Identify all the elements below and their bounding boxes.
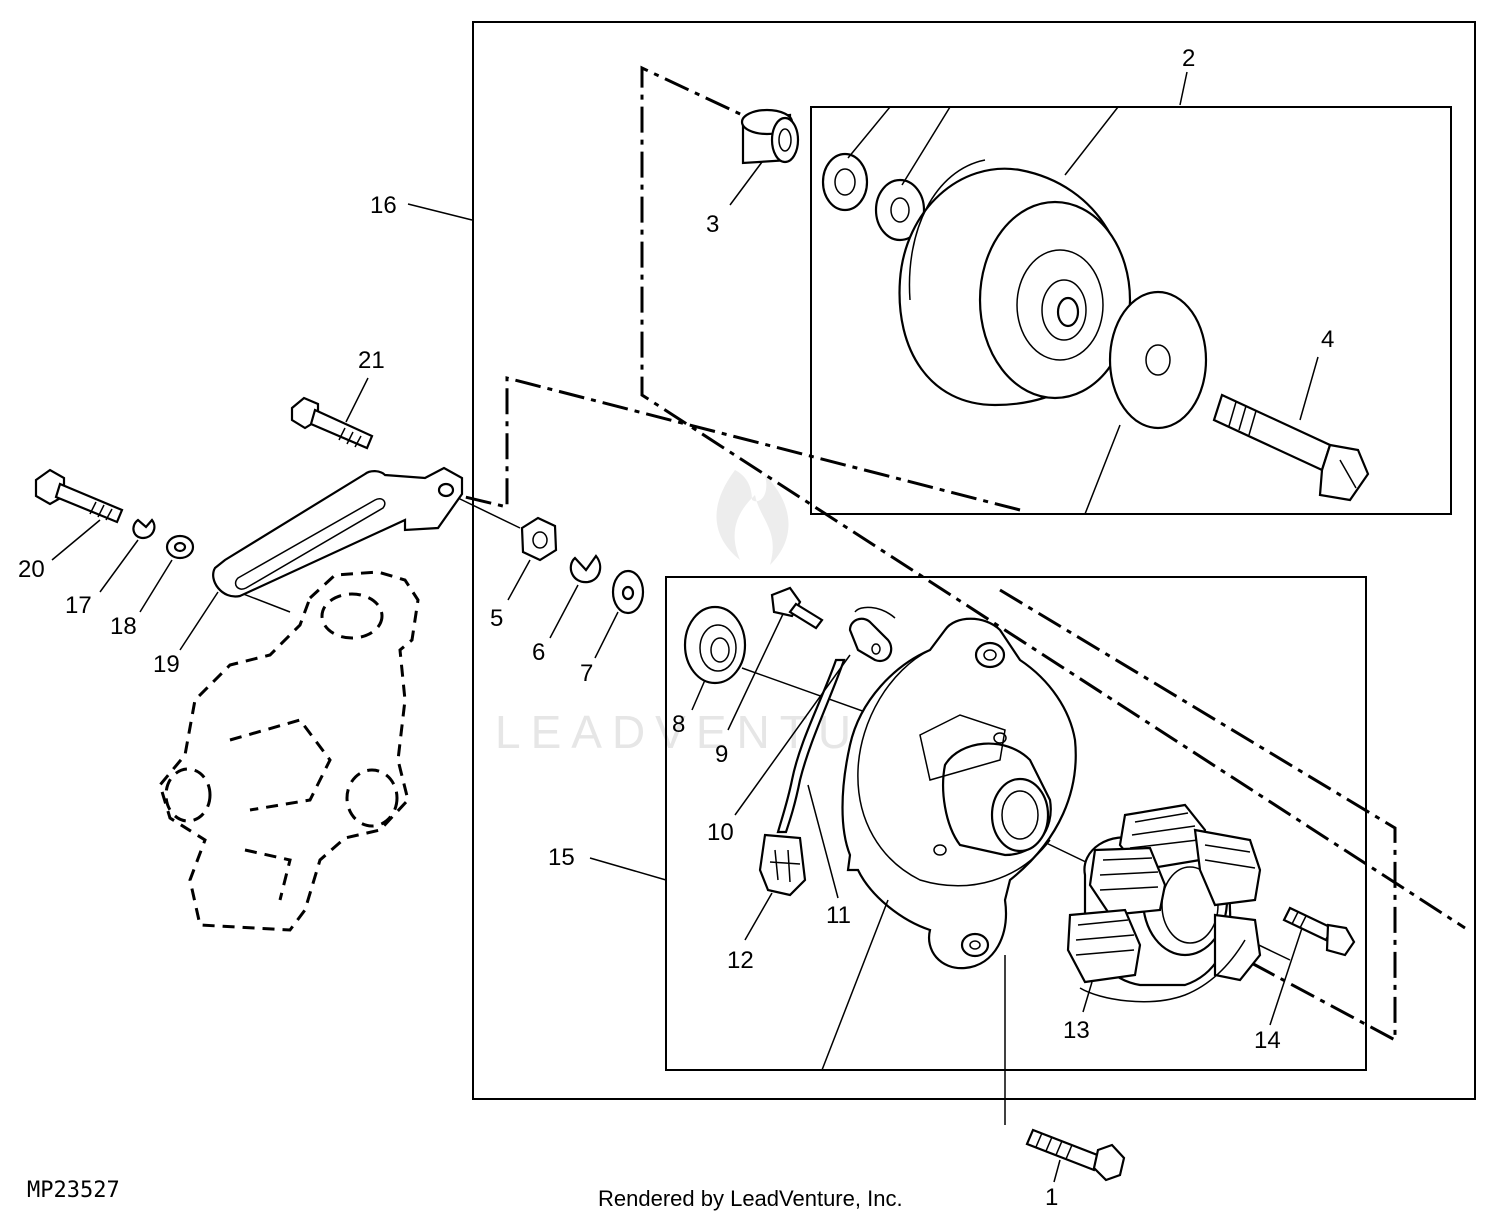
bolt-part-1 bbox=[1025, 1128, 1126, 1182]
callout-14: 14 bbox=[1254, 1027, 1281, 1054]
figure-id: MP23527 bbox=[27, 1178, 120, 1203]
engine-housing-ghost bbox=[158, 570, 420, 932]
callout-3: 3 bbox=[706, 211, 719, 238]
callout-12: 12 bbox=[727, 947, 754, 974]
stator-part-13 bbox=[1066, 803, 1262, 1003]
callout-16: 16 bbox=[370, 192, 397, 219]
assembly-box-outer bbox=[472, 21, 1476, 1100]
lock-washer-part-17 bbox=[132, 518, 156, 540]
callout-6: 6 bbox=[532, 639, 545, 666]
callout-labels: 1 2 3 4 5 6 7 8 9 10 11 12 13 14 15 16 1… bbox=[18, 45, 1334, 1211]
callout-2: 2 bbox=[1182, 45, 1195, 72]
callout-10: 10 bbox=[707, 819, 734, 846]
alternator-housing-part-15 bbox=[841, 617, 1077, 970]
callout-1: 1 bbox=[1045, 1184, 1058, 1211]
callout-9: 9 bbox=[715, 741, 728, 768]
screw-part-9 bbox=[770, 586, 824, 630]
callout-8: 8 bbox=[672, 711, 685, 738]
shoulder-bolt-part-4 bbox=[1212, 393, 1370, 502]
slotted-arm-part-19 bbox=[212, 466, 464, 598]
callout-7: 7 bbox=[580, 660, 593, 687]
pulley-washer bbox=[1108, 290, 1208, 430]
callout-19: 19 bbox=[153, 651, 180, 678]
assembly-centerlines bbox=[464, 65, 1466, 1043]
screw-part-14 bbox=[1282, 906, 1356, 957]
bearing-pulley-left bbox=[821, 152, 869, 212]
spacer-part-3 bbox=[740, 108, 800, 165]
assembly-box-alternator bbox=[665, 576, 1367, 1071]
wire-harness-part-11 bbox=[776, 658, 846, 834]
callout-20: 20 bbox=[18, 556, 45, 583]
clamp-part-10 bbox=[848, 606, 896, 663]
render-credit: Rendered by LeadVenture, Inc. bbox=[598, 1186, 903, 1211]
washer-part-18 bbox=[165, 534, 195, 560]
idler-pulley-part-2 bbox=[898, 159, 1132, 407]
connector-part-12 bbox=[758, 833, 807, 897]
washer-part-7 bbox=[611, 569, 645, 615]
bolt-part-20 bbox=[34, 468, 124, 524]
bearing-pulley-right bbox=[874, 178, 926, 242]
callout-4: 4 bbox=[1321, 326, 1334, 353]
callout-5: 5 bbox=[490, 605, 503, 632]
lock-washer-part-6 bbox=[569, 554, 602, 584]
callout-17: 17 bbox=[65, 592, 92, 619]
leader-lines bbox=[51, 71, 1319, 1183]
callout-21: 21 bbox=[358, 347, 385, 374]
nut-part-5 bbox=[520, 516, 558, 562]
callout-15: 15 bbox=[548, 844, 575, 871]
callout-13: 13 bbox=[1063, 1017, 1090, 1044]
assembly-box-pulley bbox=[810, 106, 1452, 515]
bearing-part-8 bbox=[683, 605, 747, 685]
callout-18: 18 bbox=[110, 613, 137, 640]
bolt-part-21 bbox=[290, 396, 374, 450]
axis-lines bbox=[219, 497, 1291, 1125]
callout-11: 11 bbox=[826, 902, 851, 929]
